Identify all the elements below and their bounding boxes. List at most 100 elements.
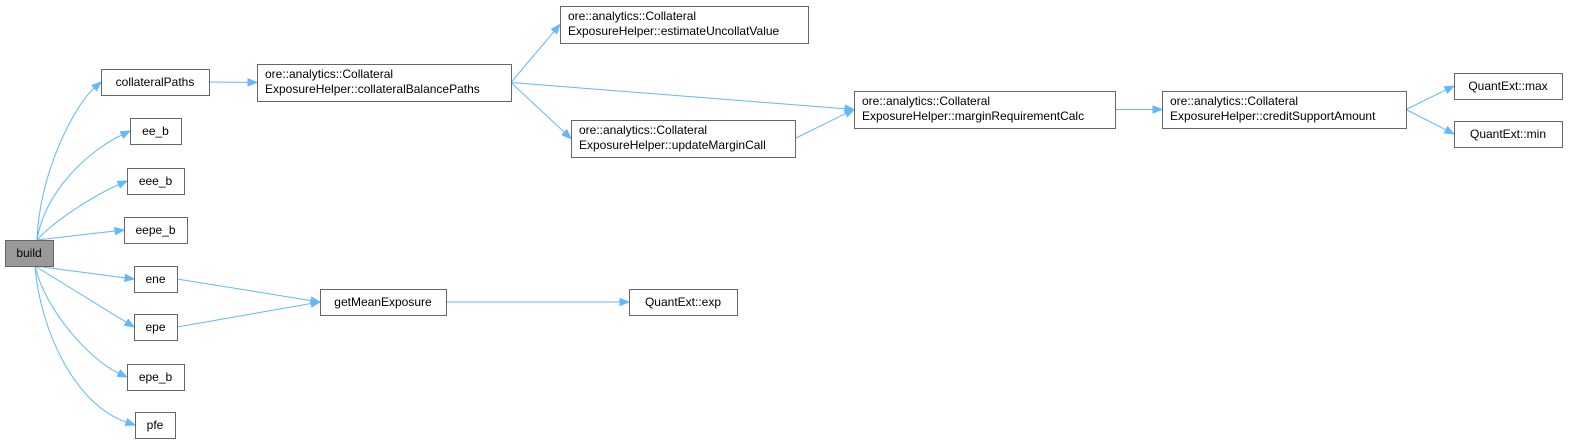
node-box	[124, 217, 188, 244]
node-box	[257, 64, 512, 102]
node-box	[130, 118, 182, 145]
node-build[interactable]: build	[5, 240, 54, 267]
node-box	[135, 412, 176, 439]
edge-getMeanExposure-to-qe_exp	[446, 297, 631, 307]
node-box	[134, 314, 178, 341]
node-getMeanExposure[interactable]: getMeanExposure	[320, 289, 447, 316]
node-label: ee_b	[142, 124, 169, 138]
node-label: ore::analytics::Collateral	[265, 67, 393, 81]
edge-epe-to-getMeanExposure	[176, 299, 322, 328]
node-box	[571, 120, 796, 158]
edge-arrowhead	[1152, 105, 1164, 114]
node-label: QuantExt::exp	[645, 295, 721, 309]
node-eee_b[interactable]: eee_b	[127, 168, 185, 195]
edge-arrowhead	[309, 299, 322, 308]
edge-creditSupportAmount-to-qe_min	[1405, 109, 1456, 135]
node-label: ore::analytics::Collateral	[862, 94, 990, 108]
edge-arrowhead	[91, 81, 103, 92]
node-updateMarginCall[interactable]: ore::analytics::CollateralExposureHelper…	[571, 120, 796, 158]
node-ene[interactable]: ene	[134, 266, 178, 293]
node-box	[629, 289, 738, 316]
edge-arrowhead	[247, 78, 259, 87]
node-box	[5, 240, 54, 267]
edge-arrowhead	[123, 318, 136, 328]
edges-layer	[34, 23, 1456, 427]
edge-line	[1405, 89, 1447, 110]
node-box	[127, 364, 185, 391]
node-label: ene	[145, 272, 165, 286]
node-creditSupportAmount[interactable]: ore::analytics::CollateralExposureHelper…	[1162, 91, 1407, 129]
edge-arrowhead	[550, 23, 561, 35]
edge-line	[36, 134, 123, 241]
node-box	[101, 69, 210, 96]
edge-arrowhead	[619, 297, 631, 307]
node-qe_exp[interactable]: QuantExt::exp	[629, 289, 738, 316]
edge-marginRequirementCalc-to-creditSupportAmount	[1115, 105, 1164, 114]
edge-collateralBalancePaths-to-marginRequirementCalc	[510, 82, 856, 113]
edge-arrowhead	[119, 130, 132, 139]
edge-line	[1405, 109, 1447, 131]
node-eepe_b[interactable]: eepe_b	[124, 217, 188, 244]
node-label: pfe	[147, 418, 164, 432]
edge-build-to-collateralPaths	[36, 81, 103, 241]
node-label: ore::analytics::Collateral	[1170, 94, 1298, 108]
edge-arrowhead	[114, 226, 126, 236]
node-label: getMeanExposure	[334, 295, 432, 309]
edge-build-to-eepe_b	[36, 226, 126, 241]
edge-arrowhead	[843, 108, 856, 118]
edge-build-to-ee_b	[36, 130, 132, 241]
node-box	[1454, 73, 1563, 100]
edge-line	[794, 113, 847, 139]
node-collateralPaths[interactable]: collateralPaths	[101, 69, 210, 96]
edge-creditSupportAmount-to-qe_max	[1405, 85, 1456, 110]
edge-collateralPaths-to-collateralBalancePaths	[208, 78, 259, 87]
edge-arrowhead	[124, 417, 137, 427]
edge-collateralBalancePaths-to-updateMarginCall	[510, 82, 573, 140]
edge-line	[36, 184, 119, 241]
node-qe_max[interactable]: QuantExt::max	[1454, 73, 1563, 100]
node-label: ExposureHelper::creditSupportAmount	[1170, 109, 1376, 123]
edge-arrowhead	[561, 128, 573, 140]
edge-line	[34, 265, 127, 323]
node-label: ExposureHelper::estimateUncollatValue	[568, 24, 780, 38]
node-epe[interactable]: epe	[134, 314, 178, 341]
node-box	[1162, 91, 1407, 129]
edge-build-to-epe_b	[34, 265, 129, 378]
node-box	[854, 91, 1116, 129]
node-box	[1454, 121, 1563, 148]
node-box	[134, 266, 178, 293]
edge-line	[34, 265, 126, 279]
node-label: epe_b	[139, 370, 173, 384]
edge-line	[36, 87, 95, 241]
edge-build-to-pfe	[34, 265, 137, 427]
edge-build-to-epe	[34, 265, 136, 328]
edge-arrowhead	[116, 180, 129, 189]
node-estimateUncollatValue[interactable]: ore::analytics::CollateralExposureHelper…	[560, 6, 809, 44]
edge-line	[34, 265, 120, 374]
node-qe_min[interactable]: QuantExt::min	[1454, 121, 1563, 148]
node-label: ExposureHelper::marginRequirementCalc	[862, 109, 1084, 123]
edge-arrowhead	[124, 273, 136, 282]
edge-build-to-eee_b	[36, 180, 129, 241]
node-label: QuantExt::min	[1470, 127, 1546, 141]
edge-arrowhead	[1443, 125, 1456, 135]
node-label: ore::analytics::Collateral	[568, 9, 696, 23]
node-box	[560, 6, 809, 44]
node-box	[320, 289, 447, 316]
node-ee_b[interactable]: ee_b	[130, 118, 182, 145]
edge-line	[510, 82, 846, 110]
node-collateralBalancePaths[interactable]: ore::analytics::CollateralExposureHelper…	[257, 64, 512, 102]
node-epe_b[interactable]: epe_b	[127, 364, 185, 391]
edge-build-to-ene	[34, 265, 136, 282]
node-label: build	[16, 246, 41, 260]
node-pfe[interactable]: pfe	[135, 412, 176, 439]
node-marginRequirementCalc[interactable]: ore::analytics::CollateralExposureHelper…	[854, 91, 1116, 129]
node-label: eee_b	[139, 174, 173, 188]
edge-line	[510, 31, 555, 83]
edge-arrowhead	[116, 369, 129, 378]
node-label: ExposureHelper::updateMarginCall	[579, 138, 766, 152]
edge-ene-to-getMeanExposure	[176, 278, 322, 305]
edge-line	[176, 278, 312, 302]
